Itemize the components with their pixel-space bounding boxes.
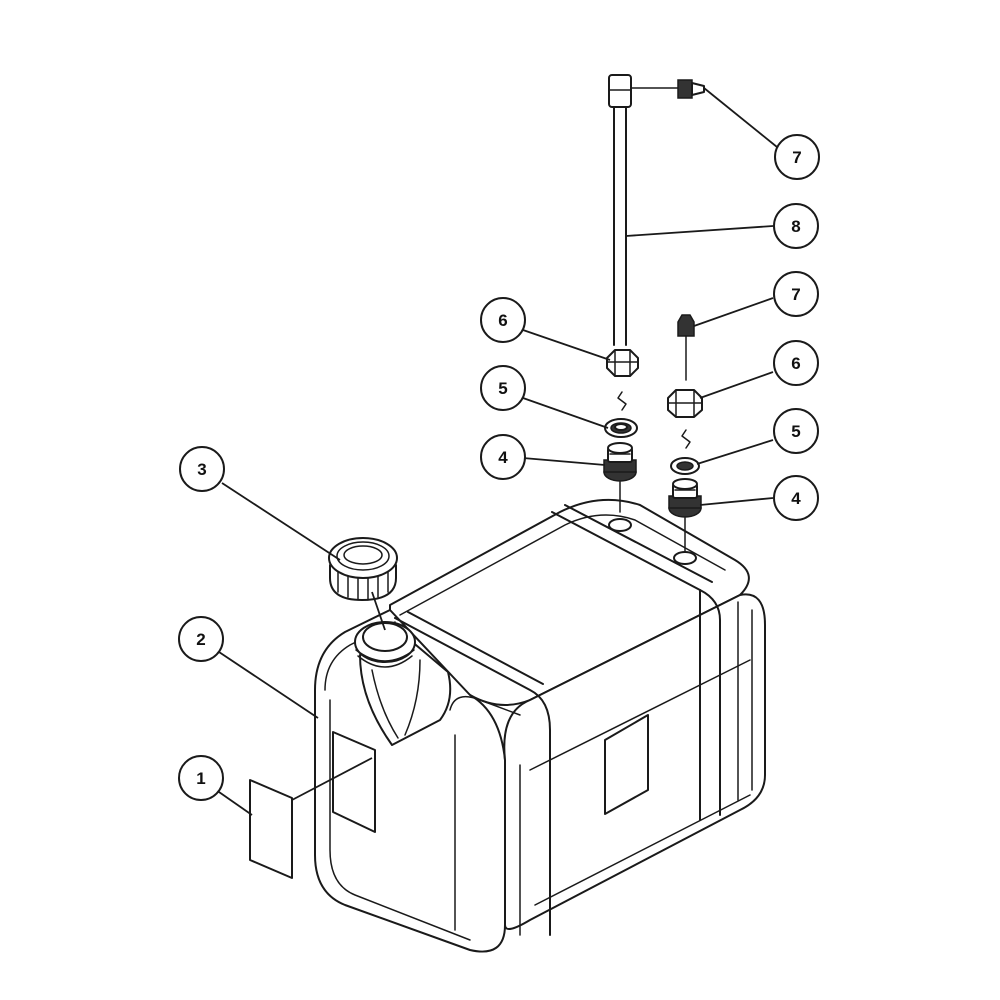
svg-text:1: 1 [196, 769, 205, 788]
tank-top-face [389, 498, 750, 706]
tank-strap-left [394, 617, 551, 936]
balloon-5-right: 5 [773, 408, 819, 454]
balloon-1: 1 [178, 755, 224, 801]
nut-right [667, 389, 703, 418]
fitting-right [677, 314, 695, 381]
balloon-6-left: 6 [480, 297, 526, 343]
balloon-4-left: 4 [480, 434, 526, 480]
bung-right [668, 478, 702, 518]
tank-body [314, 498, 766, 953]
dip-tube-assembly [608, 74, 705, 346]
label-plate [249, 779, 293, 879]
washer-right [670, 457, 700, 475]
svg-text:5: 5 [791, 422, 800, 441]
nut-left [606, 349, 639, 377]
svg-text:7: 7 [791, 285, 800, 304]
balloon-4-right: 4 [773, 475, 819, 521]
washer-left [604, 418, 638, 438]
balloon-6-right: 6 [773, 340, 819, 386]
front-label-recess [332, 731, 376, 833]
svg-text:4: 4 [791, 489, 801, 508]
balloon-2: 2 [178, 616, 224, 662]
svg-text:6: 6 [791, 354, 800, 373]
bung-left [603, 442, 637, 482]
balloon-8: 8 [773, 203, 819, 249]
filler-cap [328, 537, 398, 601]
svg-text:6: 6 [498, 311, 507, 330]
leader-lines [218, 87, 778, 816]
fitting-top [677, 79, 705, 99]
svg-text:4: 4 [498, 448, 508, 467]
side-label-recess [604, 714, 649, 815]
svg-text:8: 8 [791, 217, 800, 236]
balloon-7-right: 7 [773, 271, 819, 317]
balloon-5-left: 5 [480, 365, 526, 411]
svg-text:7: 7 [792, 148, 801, 167]
port-hole-left [608, 518, 632, 532]
filler-neck [354, 621, 452, 746]
svg-text:2: 2 [196, 630, 205, 649]
svg-text:5: 5 [498, 379, 507, 398]
svg-text:3: 3 [197, 460, 206, 479]
balloon-7-top: 7 [774, 134, 820, 180]
balloon-3: 3 [179, 446, 225, 492]
